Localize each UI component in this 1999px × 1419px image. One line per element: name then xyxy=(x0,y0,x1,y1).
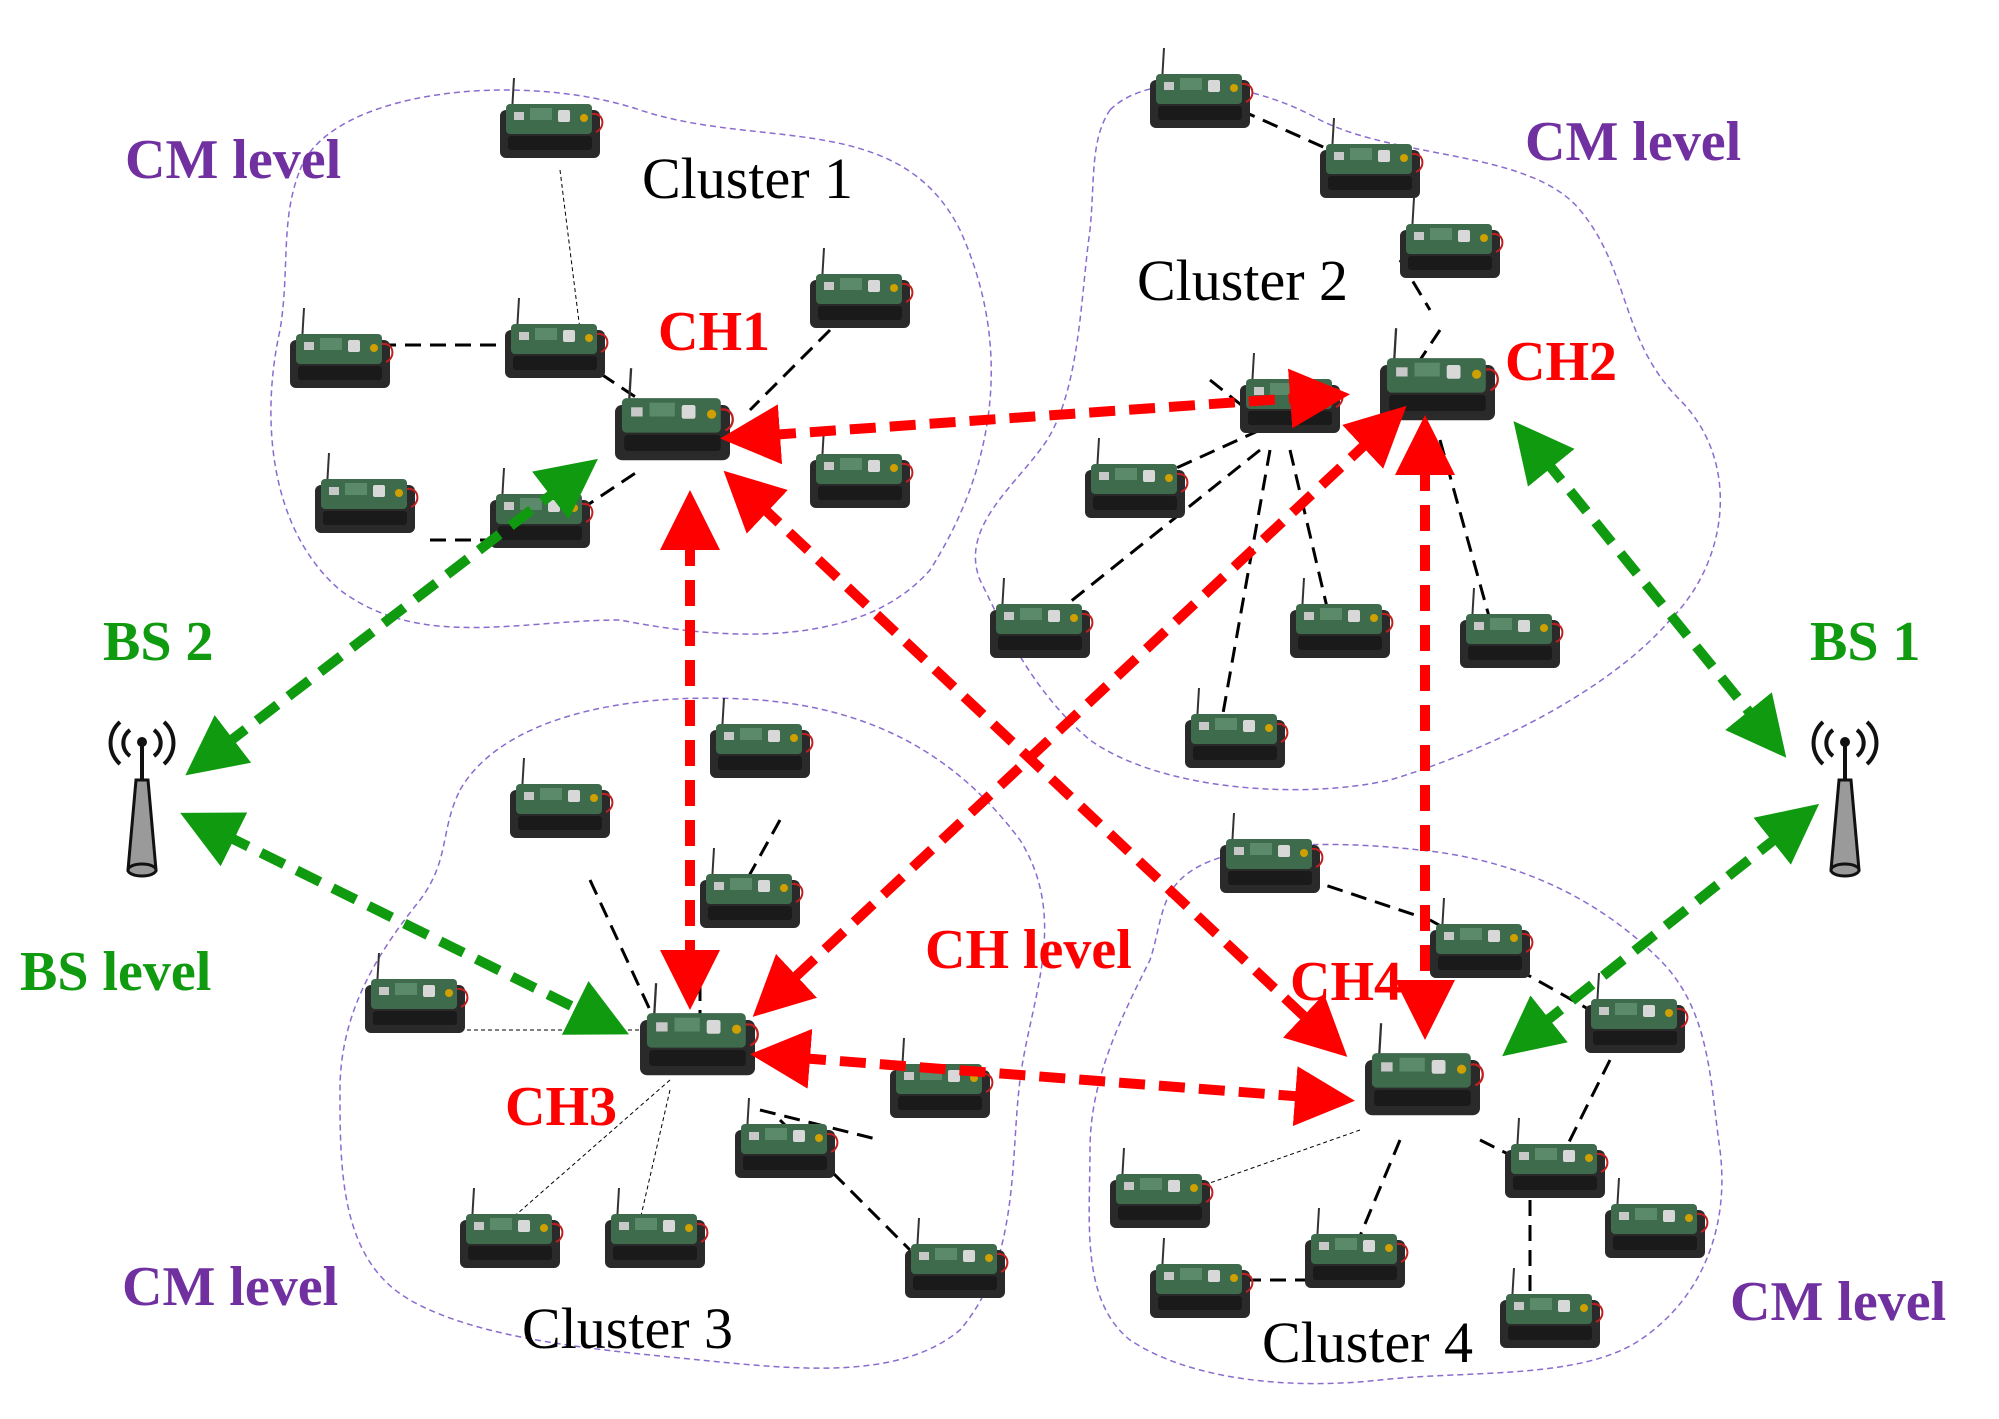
cluster-2-boundary xyxy=(974,83,1722,791)
ch-level-label: CH level xyxy=(925,919,1132,981)
cm-level-label-3: CM level xyxy=(122,1256,338,1318)
sensor-nodes xyxy=(289,47,1709,1349)
ch4-label: CH4 xyxy=(1290,951,1402,1013)
cm-level-label-2: CM level xyxy=(1525,111,1741,173)
bs-1-tower-icon xyxy=(1811,720,1879,878)
cluster-3-label: Cluster 3 xyxy=(522,1296,733,1361)
link-ch3-ch4 xyxy=(750,1028,1355,1127)
ch1-label: CH1 xyxy=(658,301,770,363)
cluster-2-label: Cluster 2 xyxy=(1137,248,1348,313)
link-bs1-ch2 xyxy=(1513,421,1787,758)
bs-2-label: BS 2 xyxy=(103,611,214,673)
link-ch2-ch3 xyxy=(752,405,1407,1017)
bs-2-tower-icon xyxy=(108,720,176,878)
ch3-label: CH3 xyxy=(505,1076,617,1138)
cluster-1-label: Cluster 1 xyxy=(642,146,853,211)
link-bs2-ch3 xyxy=(180,812,629,1035)
cluster-4-label: Cluster 4 xyxy=(1262,1310,1473,1375)
link-bs2-cluster1 xyxy=(185,458,598,776)
link-bs1-ch4 xyxy=(1502,803,1820,1057)
bs-1-label: BS 1 xyxy=(1810,611,1921,673)
bs-level-links xyxy=(180,421,1820,1057)
cm-level-label-4: CM level xyxy=(1730,1271,1946,1333)
ch-level-links xyxy=(660,368,1455,1127)
cm-level-label-1: CM level xyxy=(125,129,341,191)
bs-level-label: BS level xyxy=(20,941,211,1003)
ch2-label: CH2 xyxy=(1505,331,1617,393)
